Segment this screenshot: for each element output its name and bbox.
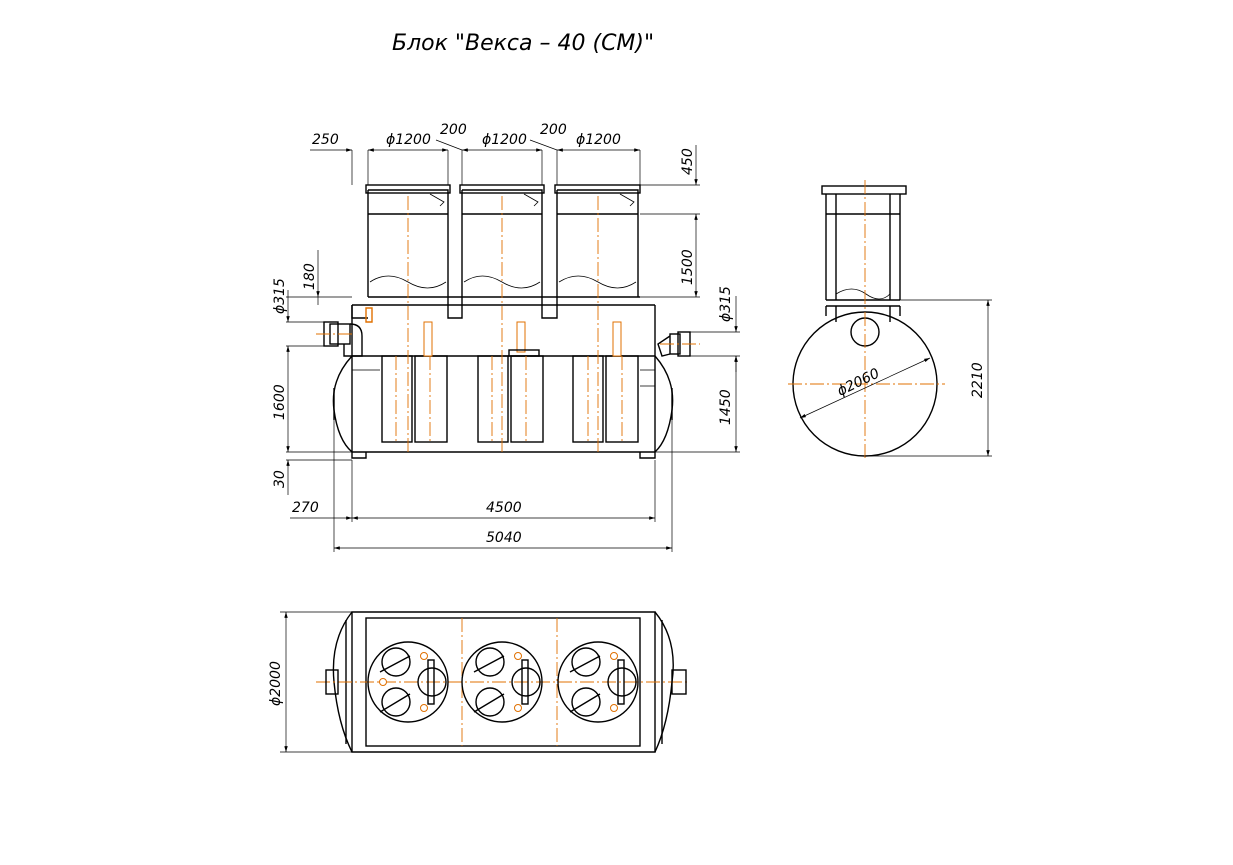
tank-body	[351, 355, 656, 453]
top-view: ϕ2000	[268, 611, 690, 753]
dim-1200-b: ϕ1200	[482, 132, 527, 148]
dim-2060: ϕ2060	[835, 366, 882, 400]
dim-200-a: 200	[440, 122, 467, 138]
internal-modules	[352, 321, 655, 443]
front-dimensions: 250 ϕ1200 200 ϕ1200 200 ϕ1200 450 1500 ϕ…	[272, 122, 740, 552]
dim-450: 450	[680, 148, 696, 175]
front-view: 250 ϕ1200 200 ϕ1200 200 ϕ1200 450 1500 ϕ…	[272, 122, 740, 552]
side-view: ϕ2060 2210	[788, 180, 992, 460]
inlet-pipe	[323, 321, 363, 357]
manhole-3	[554, 184, 641, 297]
dim-250: 250	[312, 132, 339, 148]
dim-1200-a: ϕ1200	[386, 132, 431, 148]
top-manhole-3	[557, 641, 639, 723]
dim-180: 180	[302, 263, 318, 290]
dim-4500: 4500	[486, 500, 522, 516]
top-manhole-2	[461, 641, 543, 723]
dim-315-left: ϕ315	[272, 278, 288, 314]
dim-2210: 2210	[970, 362, 986, 398]
drawing-title: Блок "Векса – 40 (СМ)"	[392, 31, 654, 56]
dim-5040: 5040	[486, 530, 522, 546]
top-manhole-1	[367, 641, 449, 723]
dim-1450: 1450	[718, 389, 734, 425]
dim-200-b: 200	[540, 122, 567, 138]
dim-1600: 1600	[272, 384, 288, 420]
dim-270: 270	[292, 500, 319, 516]
dim-1500: 1500	[680, 249, 696, 285]
dim-30: 30	[272, 470, 288, 488]
dim-1200-c: ϕ1200	[576, 132, 621, 148]
dim-315-right: ϕ315	[718, 286, 734, 322]
dim-2000: ϕ2000	[268, 661, 284, 706]
